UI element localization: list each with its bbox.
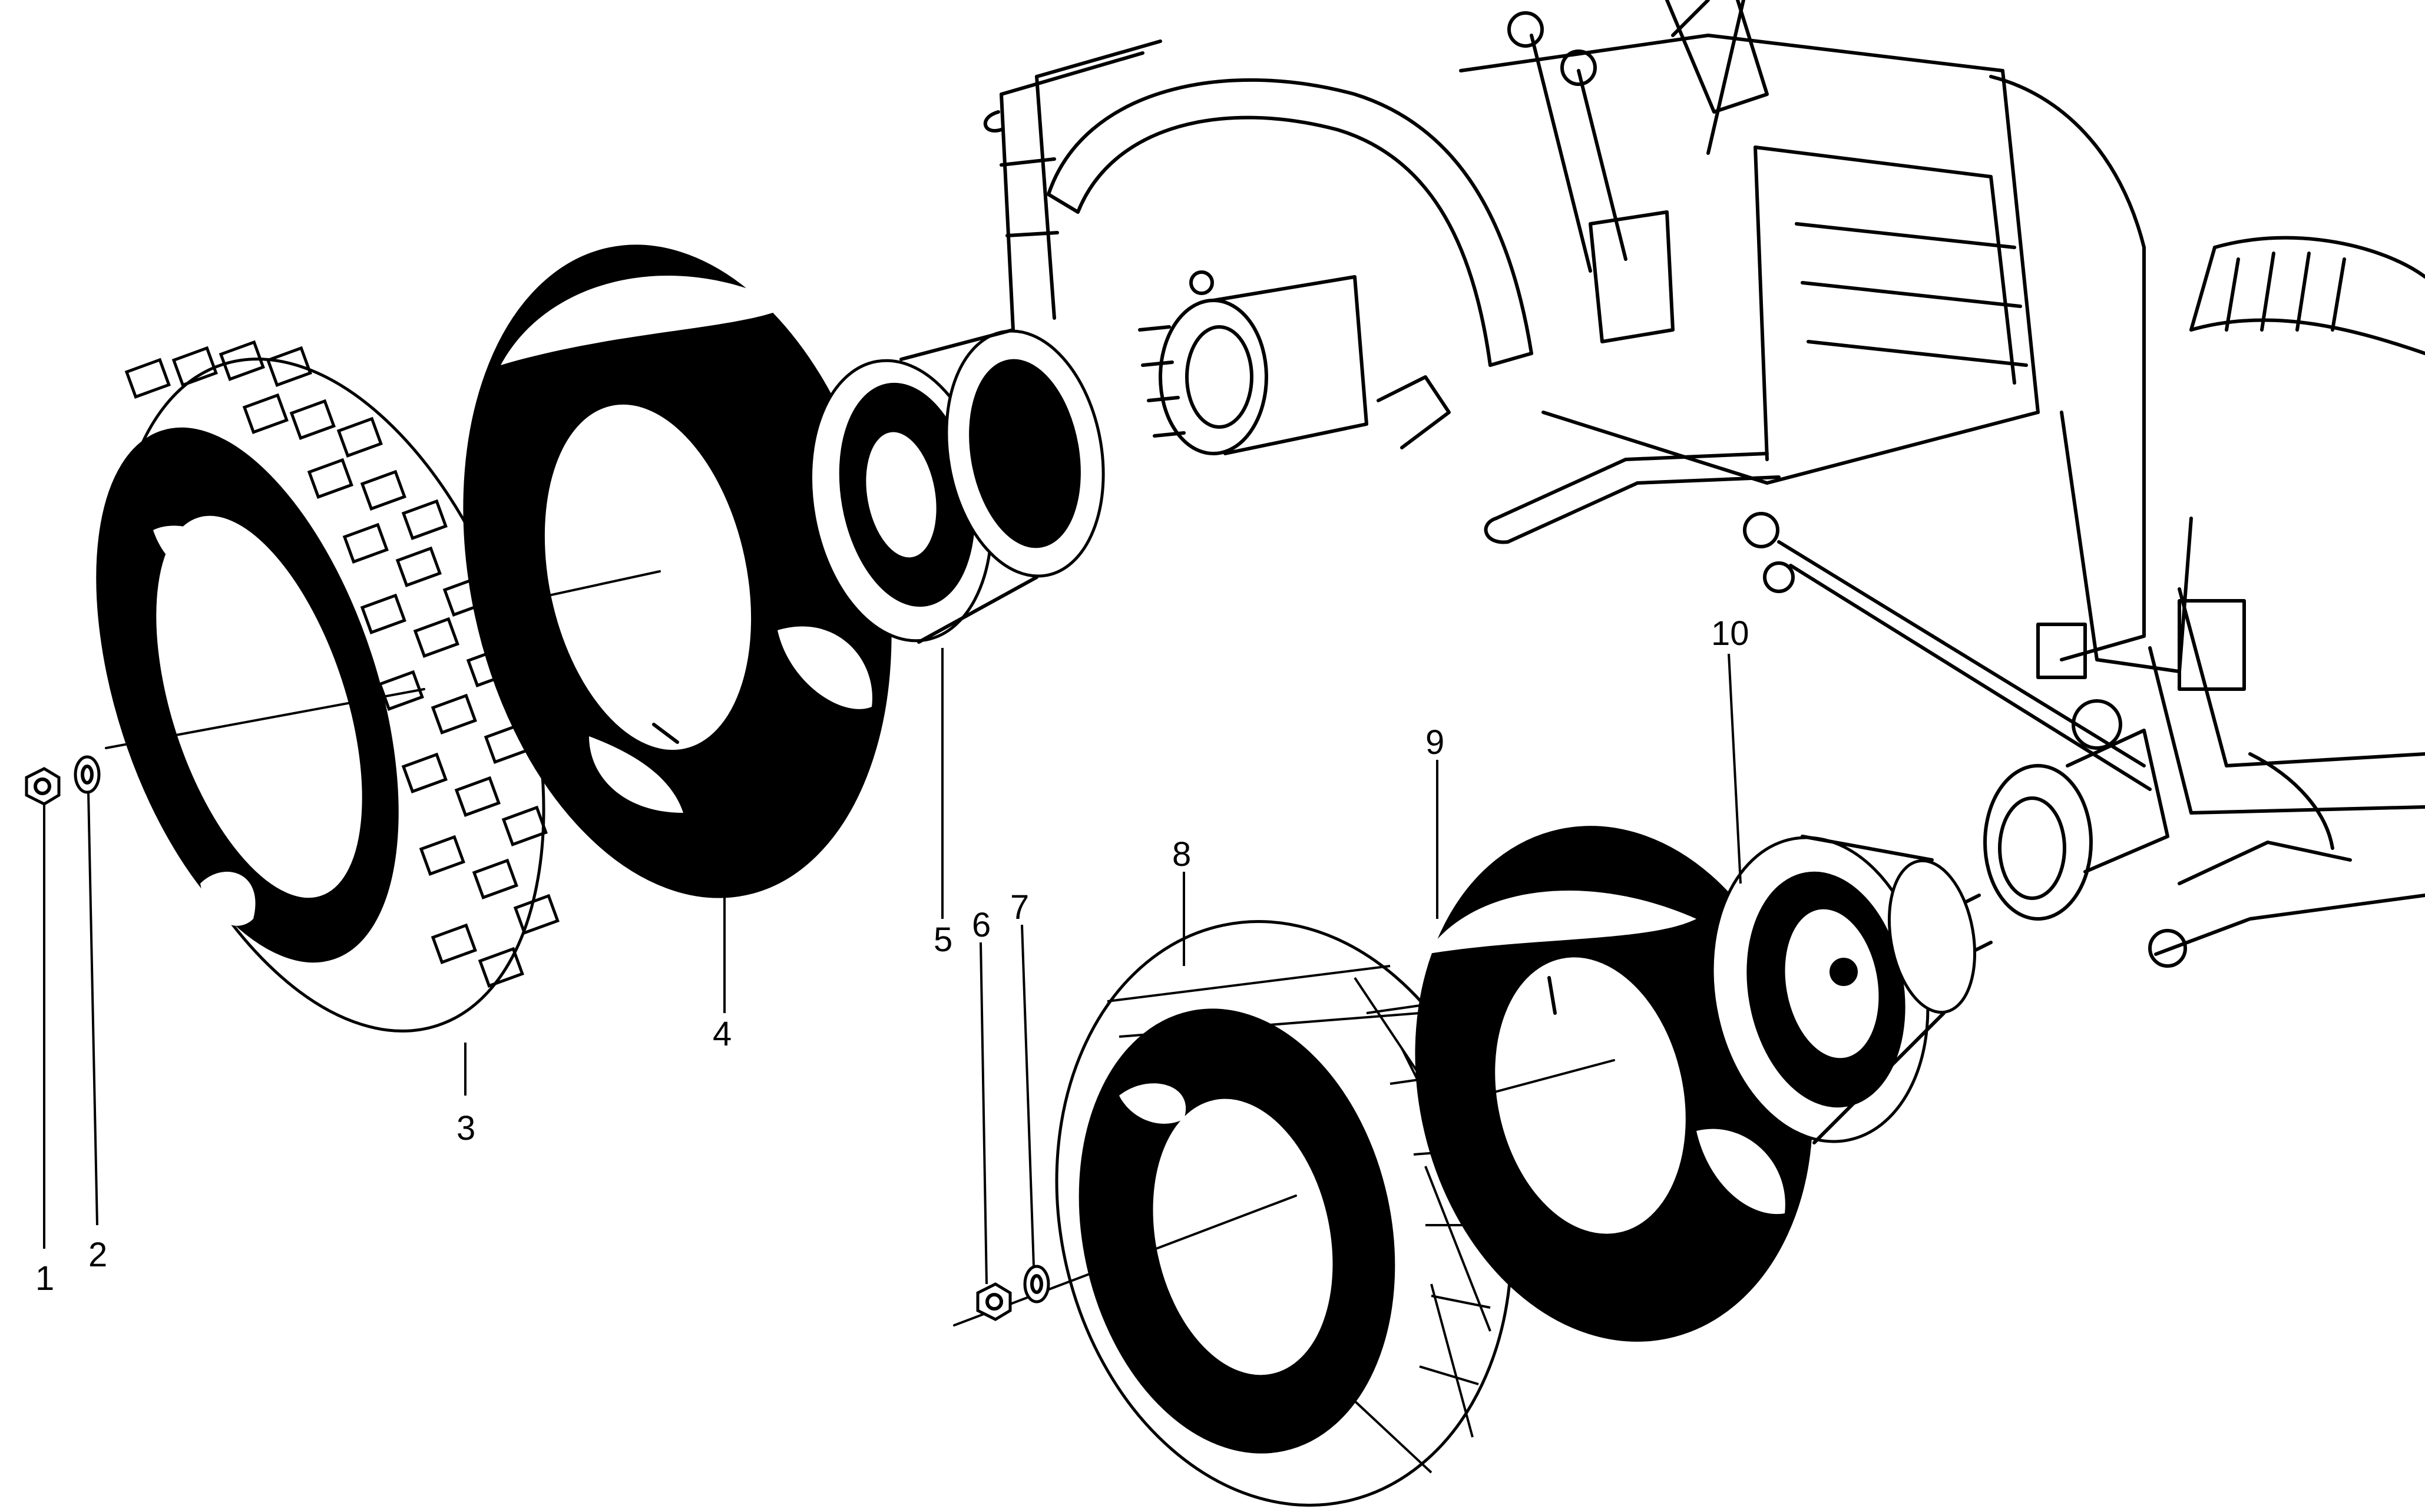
tire-8 [953, 920, 1513, 1507]
callout-7: 7 [1010, 888, 1029, 927]
callout-5: 5 [934, 921, 952, 959]
callout-10: 10 [1711, 614, 1749, 653]
wheel-rim-10 [1711, 835, 1977, 1144]
wheel-rim-5 [809, 328, 1105, 644]
callout-4: 4 [713, 1015, 732, 1053]
callout-6: 6 [972, 906, 991, 944]
callout-3: 3 [456, 1109, 475, 1147]
washer-2 [74, 755, 101, 794]
nut-6 [976, 1282, 1012, 1321]
tractor-chassis [984, 0, 2425, 968]
callout-2: 2 [88, 1236, 107, 1274]
callout-labels: 1 2 3 4 5 6 7 8 9 10 [35, 614, 1749, 1298]
callout-8: 8 [1172, 835, 1191, 874]
leader-lines [43, 648, 1742, 1285]
nut-1 [25, 767, 61, 806]
tire-3 [96, 340, 560, 1033]
inner-tube-4 [463, 244, 892, 898]
callout-1: 1 [35, 1259, 54, 1298]
callout-9: 9 [1425, 723, 1444, 762]
washer-7 [1023, 1265, 1050, 1303]
